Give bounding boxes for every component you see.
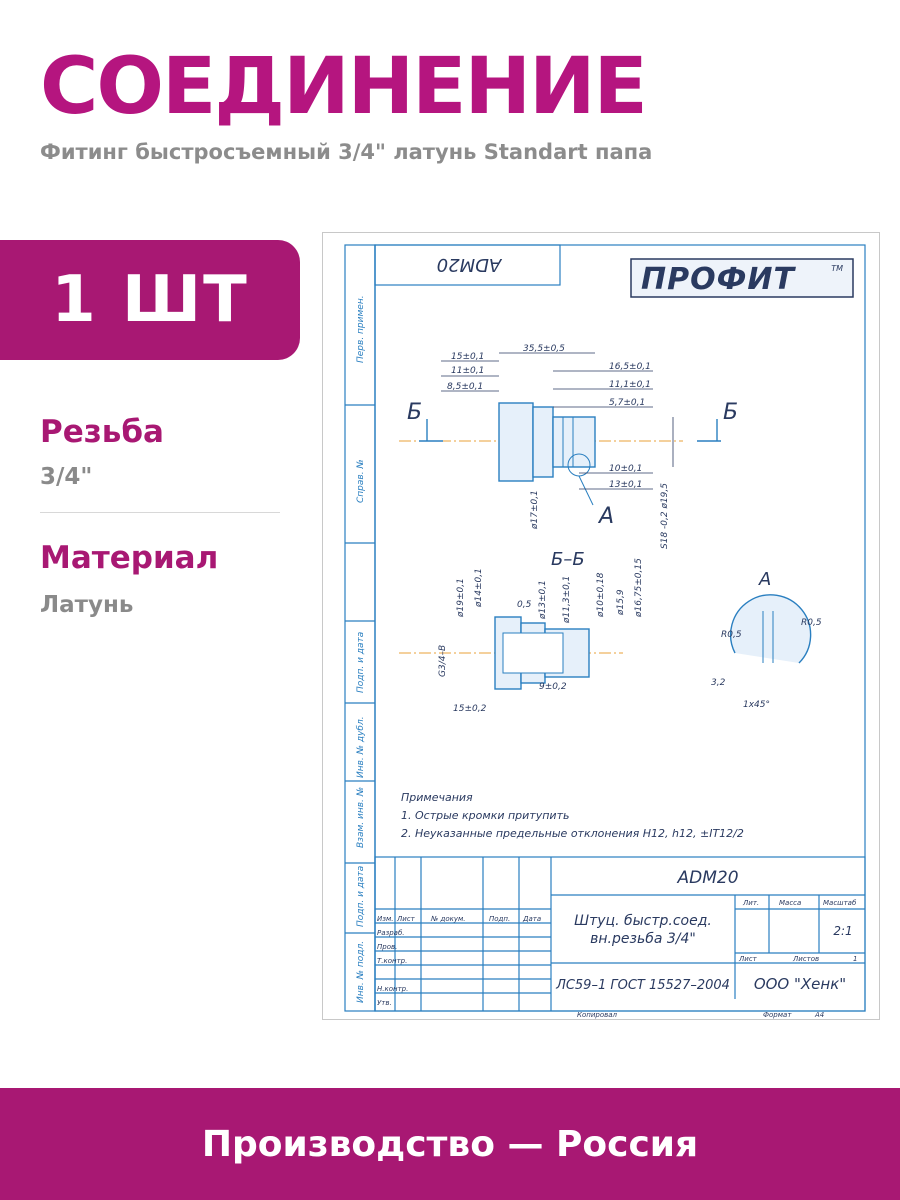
dim-sec-11: 15±0,2: [453, 704, 487, 714]
footer-banner: Производство — Россия: [0, 1088, 900, 1200]
side-label-1: Перв. примен.: [356, 295, 366, 363]
section-mark-right: Б: [723, 400, 738, 425]
part-section-view: [399, 616, 623, 690]
part-name-1: Штуц. быстр.соед.: [574, 913, 712, 929]
material-standard: ЛС59–1 ГОСТ 15527–2004: [555, 978, 730, 993]
detail-mark: А: [597, 504, 614, 529]
dim-det-1: R0,5: [721, 630, 742, 640]
side-label-4: Инв. № дубл.: [356, 716, 366, 778]
section-mark-left: Б: [407, 400, 422, 425]
dim-sec-1: G3/4–B: [438, 645, 448, 677]
technical-drawing: Перв. примен. Справ. № Подп. и дата Инв.…: [322, 232, 880, 1020]
side-label-5: Взам. инв. №: [356, 787, 366, 848]
notes-title: Примечания: [401, 791, 473, 804]
dim-top-3: 8,5±0,1: [447, 382, 483, 392]
spec-material-label: Материал: [40, 540, 219, 576]
side-label-2: Справ. №: [356, 459, 366, 503]
tb-sheets-count: 1: [853, 955, 857, 963]
tb-row-1: Разраб.: [377, 929, 405, 937]
tb-header-1: Изм.: [377, 915, 393, 923]
dim-top-5: 16,5±0,1: [609, 362, 651, 372]
dim-top-6: 11,1±0,1: [609, 380, 651, 390]
tb-sheets: Листов: [792, 955, 819, 963]
tb-scale-label: Масштаб: [823, 899, 857, 907]
product-title: СОЕДИНЕНИЕ: [40, 42, 648, 132]
tb-format: А4: [814, 1011, 824, 1019]
tb-copied: Копировал: [577, 1011, 618, 1019]
title-block: [374, 856, 866, 1012]
footer-text: Производство — Россия: [201, 1123, 699, 1165]
tb-header-4: Подп.: [489, 915, 510, 923]
quantity-text: 1 ШТ: [51, 263, 249, 337]
note-2: 2. Неуказанные предельные отклонения H12…: [401, 827, 744, 840]
product-subtitle: Фитинг быстросъемный 3/4" латунь Standar…: [40, 140, 653, 164]
code-main: ADM20: [676, 868, 738, 888]
dim-sec-7: ø10±0,18: [596, 572, 606, 618]
detail-title: А: [758, 569, 771, 590]
dim-sec-8: ø15,9: [616, 589, 626, 616]
tb-row-2: Пров.: [377, 943, 397, 951]
dim-det-4: 1х45°: [743, 700, 770, 710]
tb-row-5: Утв.: [377, 999, 392, 1007]
tb-header-5: Дата: [522, 915, 541, 923]
part-main-view: [399, 402, 683, 506]
company-name: ООО "Хенк": [754, 975, 846, 993]
tb-row-3: Т.контр.: [377, 957, 407, 965]
spec-material-value: Латунь: [40, 592, 134, 618]
section-title: Б–Б: [551, 549, 585, 570]
tb-sheet: Лист: [738, 955, 758, 963]
spec-thread-value: 3/4": [40, 464, 93, 490]
dim-det-3: 3,2: [711, 678, 726, 688]
dim-top-9: 13±0,1: [609, 480, 642, 490]
tb-header-3: № докум.: [430, 915, 466, 923]
dim-top-7: 5,7±0,1: [609, 398, 645, 408]
dim-top-11: S18 -0,2 ø19,5: [660, 483, 670, 549]
side-label-6: Подп. и дата: [356, 866, 366, 927]
dim-sec-2: ø19±0,1: [456, 578, 466, 618]
tb-lit: Лит.: [742, 899, 759, 907]
note-1: 1. Острые кромки притупить: [401, 809, 569, 822]
detail-view: [729, 594, 812, 664]
dim-top-8: 10±0,1: [609, 464, 642, 474]
spec-divider: [40, 512, 280, 513]
dim-sec-3: ø14±0,1: [474, 568, 484, 608]
dim-sec-6: ø11,3±0,1: [562, 576, 572, 624]
spec-thread-label: Резьба: [40, 414, 164, 450]
code-top: ADM20: [437, 254, 503, 275]
tb-header-2: Лист: [396, 915, 416, 923]
side-label-7: Инв. № подл.: [356, 941, 366, 1003]
scale-value: 2:1: [833, 924, 852, 938]
dim-det-2: R0,5: [801, 618, 822, 628]
dim-sec-10: 9±0,2: [539, 682, 567, 692]
tb-format-label: Формат: [763, 1011, 792, 1019]
tb-row-4: Н.контр.: [377, 985, 408, 993]
brand-logo: ПРОФИТ TM: [630, 258, 854, 298]
part-name-2: вн.резьба 3/4": [590, 931, 696, 947]
brand-name: ПРОФИТ: [641, 262, 796, 297]
drawing-svg: Перв. примен. Справ. № Подп. и дата Инв.…: [344, 244, 866, 1019]
code-box-top: [374, 244, 561, 286]
quantity-badge: 1 ШТ: [0, 240, 300, 360]
dim-top-4: 35,5±0,5: [523, 344, 565, 354]
dim-sec-9: ø16,75±0,15: [634, 558, 644, 618]
dim-top-2: 11±0,1: [451, 366, 484, 376]
side-label-3: Подп. и дата: [356, 632, 366, 693]
dim-sec-5: ø13±0,1: [538, 580, 548, 620]
dim-top-10: ø17±0,1: [530, 490, 540, 530]
tb-mass: Масса: [779, 899, 801, 907]
dim-sec-4: 0,5: [517, 600, 532, 610]
brand-tm: TM: [831, 264, 843, 273]
dim-top-1: 15±0,1: [451, 352, 484, 362]
